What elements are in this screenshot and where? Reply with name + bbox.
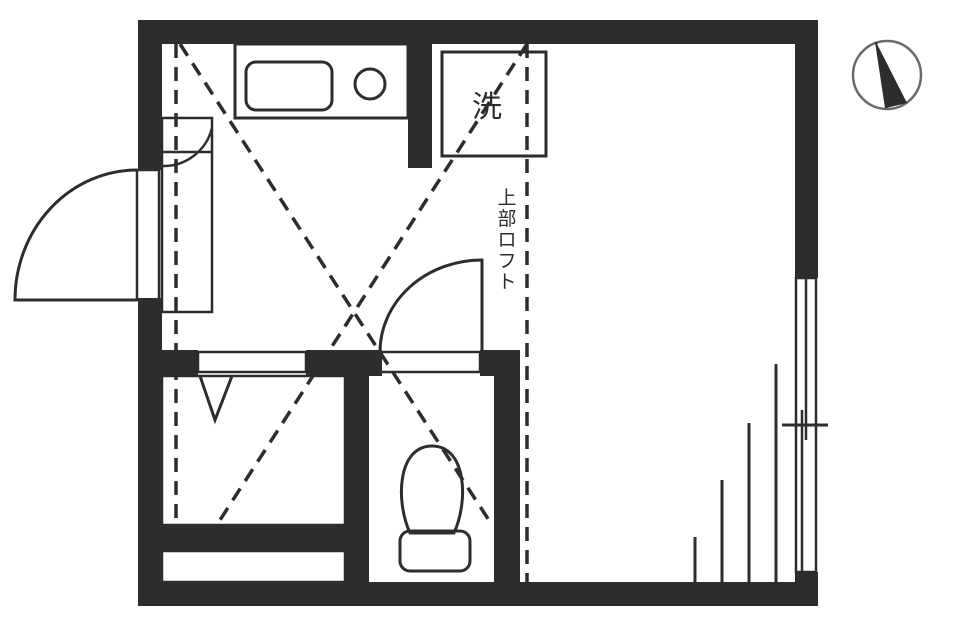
shoe-cabinet: [160, 116, 214, 314]
washer-label: 洗: [472, 90, 502, 125]
loft-char: 上: [497, 187, 517, 209]
loft-char: フ: [497, 250, 517, 272]
entrance-door: [13, 168, 161, 302]
toilet-fixture: [398, 444, 472, 573]
bath-area: [160, 374, 347, 584]
bath-door: [196, 350, 308, 425]
loft-label: 上 部 ロ フ ト: [494, 188, 520, 293]
window: [782, 276, 828, 574]
loft-char: 部: [497, 208, 517, 230]
loft-char: ト: [497, 271, 517, 293]
interior-walls: [162, 20, 520, 606]
kitchen-counter: [233, 42, 410, 120]
loft-ladder: [693, 364, 778, 582]
loft-outline: [174, 43, 529, 582]
north-arrow-icon: [851, 39, 923, 111]
loft-char: ロ: [497, 229, 517, 251]
outer-walls: [138, 20, 818, 606]
washing-machine-space: [440, 50, 548, 158]
toilet-door: [378, 258, 484, 374]
